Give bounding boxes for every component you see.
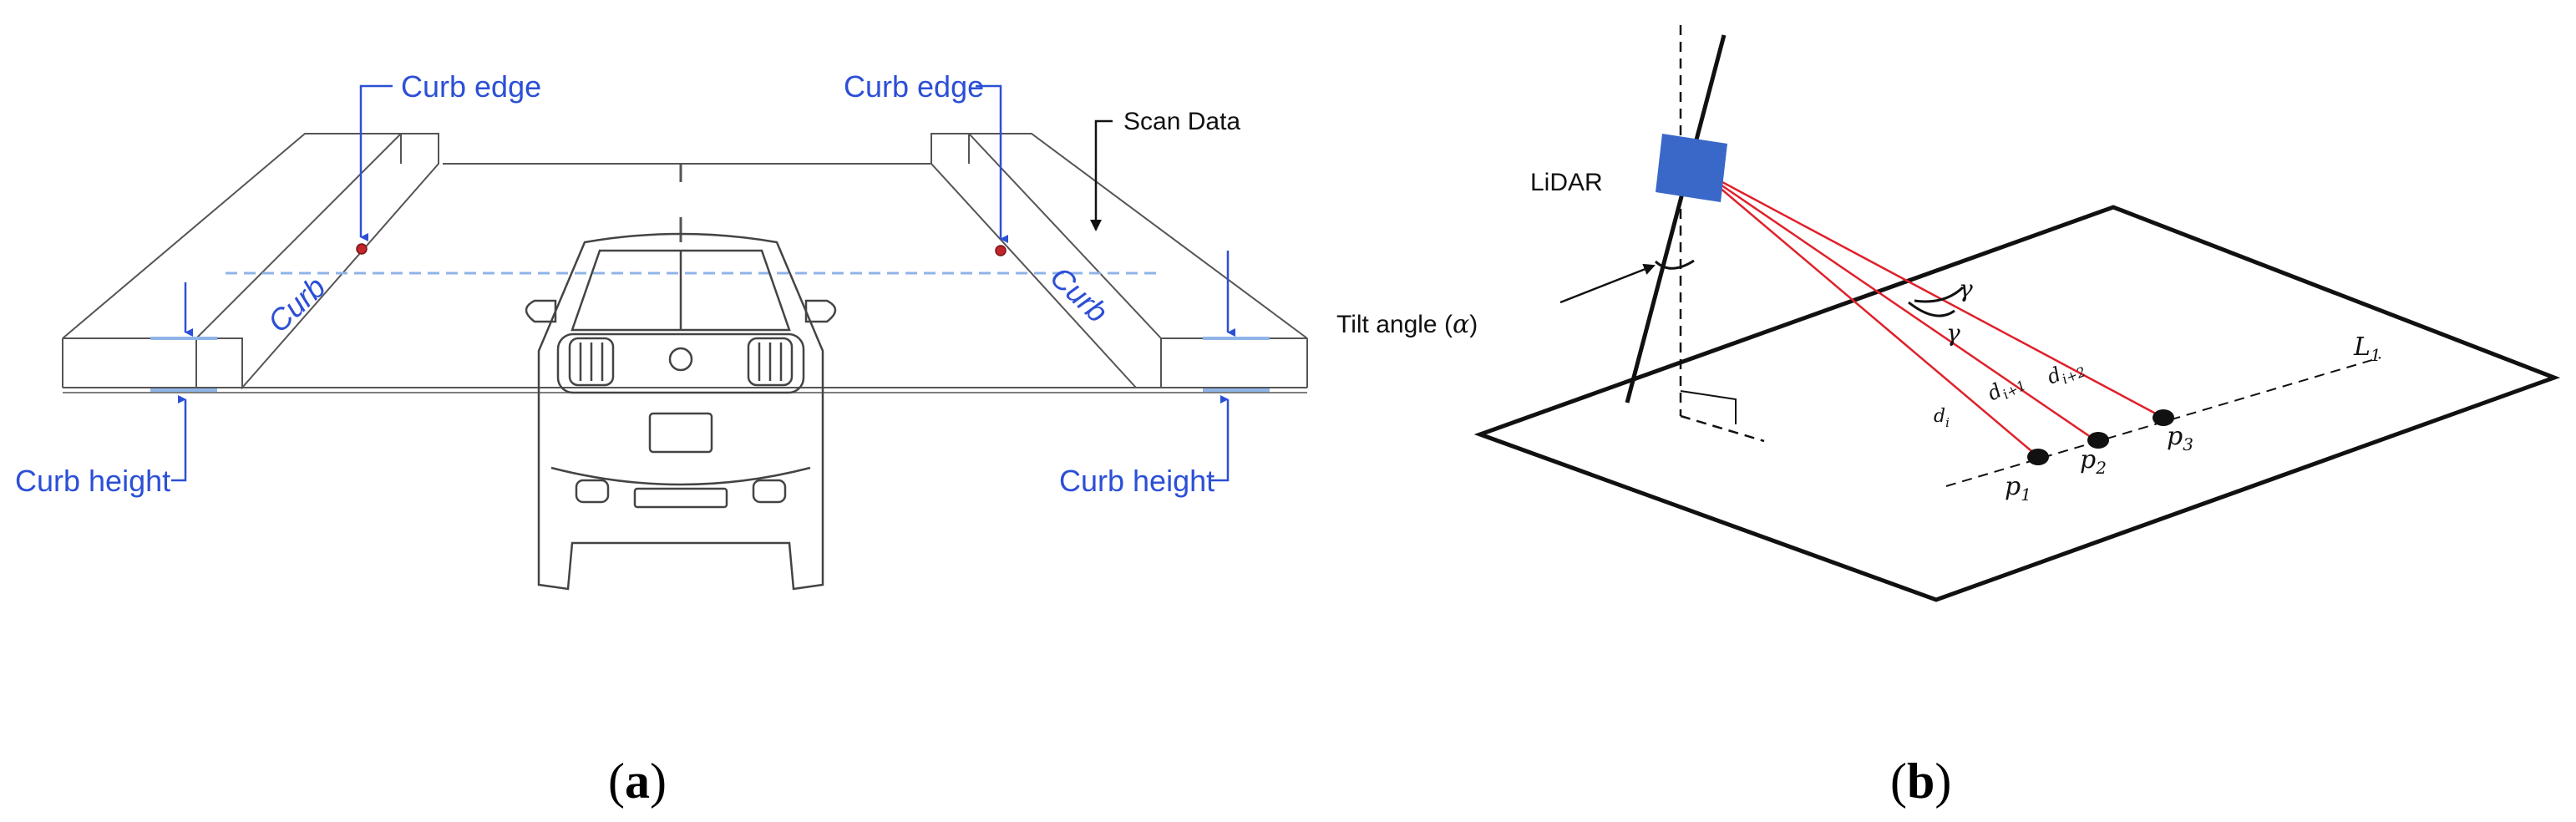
trunk-lid (556, 332, 805, 394)
panel-a-leaders (171, 84, 1235, 482)
gamma-arc-upper (1914, 286, 1965, 303)
curb-edge-left-leader (359, 84, 393, 241)
p3-label: p3 (2167, 422, 2193, 454)
left-curb (194, 133, 439, 390)
car-emblem (668, 347, 693, 372)
gamma-arc-lower (1908, 301, 1955, 317)
tilt-angle-arc (1654, 259, 1695, 270)
curb-right-label: Curb (1044, 260, 1115, 329)
ground-projection (1680, 414, 1765, 443)
right-mirror (804, 299, 837, 323)
ray-di2 (1696, 167, 2164, 419)
scan-data-label: Scan Data (1123, 108, 1240, 135)
distance-di-label: di (1934, 406, 1950, 430)
right-taillight (747, 337, 794, 387)
L1-label: L1 (2353, 332, 2381, 365)
tilt-angle-arrow (1559, 263, 1656, 304)
rear-diffuser (633, 487, 728, 509)
caption-a: (a) (608, 754, 667, 809)
point-p3 (2153, 409, 2174, 426)
rear-window (570, 249, 791, 332)
p2-label: p2 (2080, 445, 2107, 478)
p1-label: p1 (2005, 472, 2031, 505)
gamma-label-lower: γ (1946, 319, 1960, 347)
lidar-label: LiDAR (1530, 169, 1603, 196)
curb-height-left-label: Curb height (15, 464, 170, 498)
curb-height-right-bottom-arrow (1211, 395, 1230, 482)
distance-di1-label: di+1 (1984, 368, 2029, 408)
car-body (537, 232, 824, 591)
panel-b-lidar-diagram (1473, 25, 2561, 602)
curb-edge-right-leader (976, 84, 1008, 243)
curb-edge-right-label: Curb edge (844, 69, 984, 104)
distance-di2-label: di+2 (2044, 353, 2088, 392)
lidar-sensor (1656, 134, 1727, 202)
curb-height-left-bottom-arrow (171, 395, 187, 482)
point-p2 (2087, 432, 2109, 449)
curb-edge-point-left (356, 243, 368, 255)
ray-di (1696, 168, 2037, 456)
tilted-axis (1625, 34, 1727, 403)
panel-a-road-diagram (62, 133, 1308, 393)
ray-di1 (1696, 167, 2097, 443)
point-p1 (2027, 449, 2049, 465)
caption-b: (b) (1890, 754, 1951, 809)
bumper-line (550, 466, 811, 486)
curb-height-right-label: Curb height (1059, 464, 1214, 498)
scan-data-leader (1090, 119, 1113, 231)
tilt-angle-label: Tilt angle (α) (1336, 310, 1478, 339)
curb-left-label: Curb (261, 270, 332, 339)
left-mirror (525, 299, 557, 323)
license-plate (648, 412, 713, 454)
left-sidewalk-outline (62, 133, 434, 339)
curb-edge-left-label: Curb edge (401, 69, 541, 104)
gamma-label-upper: γ (1959, 275, 1973, 302)
exhaust-left (575, 479, 610, 504)
car-rear-view (525, 232, 837, 591)
ground-plane (1473, 205, 2561, 602)
right-angle-mark (1680, 390, 1737, 424)
right-sidewalk-outline (931, 133, 1308, 339)
exhaust-right (752, 479, 787, 504)
right-curb (931, 133, 1162, 388)
curb-edge-point-right (995, 245, 1007, 256)
lidar-rays (1696, 167, 2164, 456)
left-taillight (568, 337, 615, 387)
